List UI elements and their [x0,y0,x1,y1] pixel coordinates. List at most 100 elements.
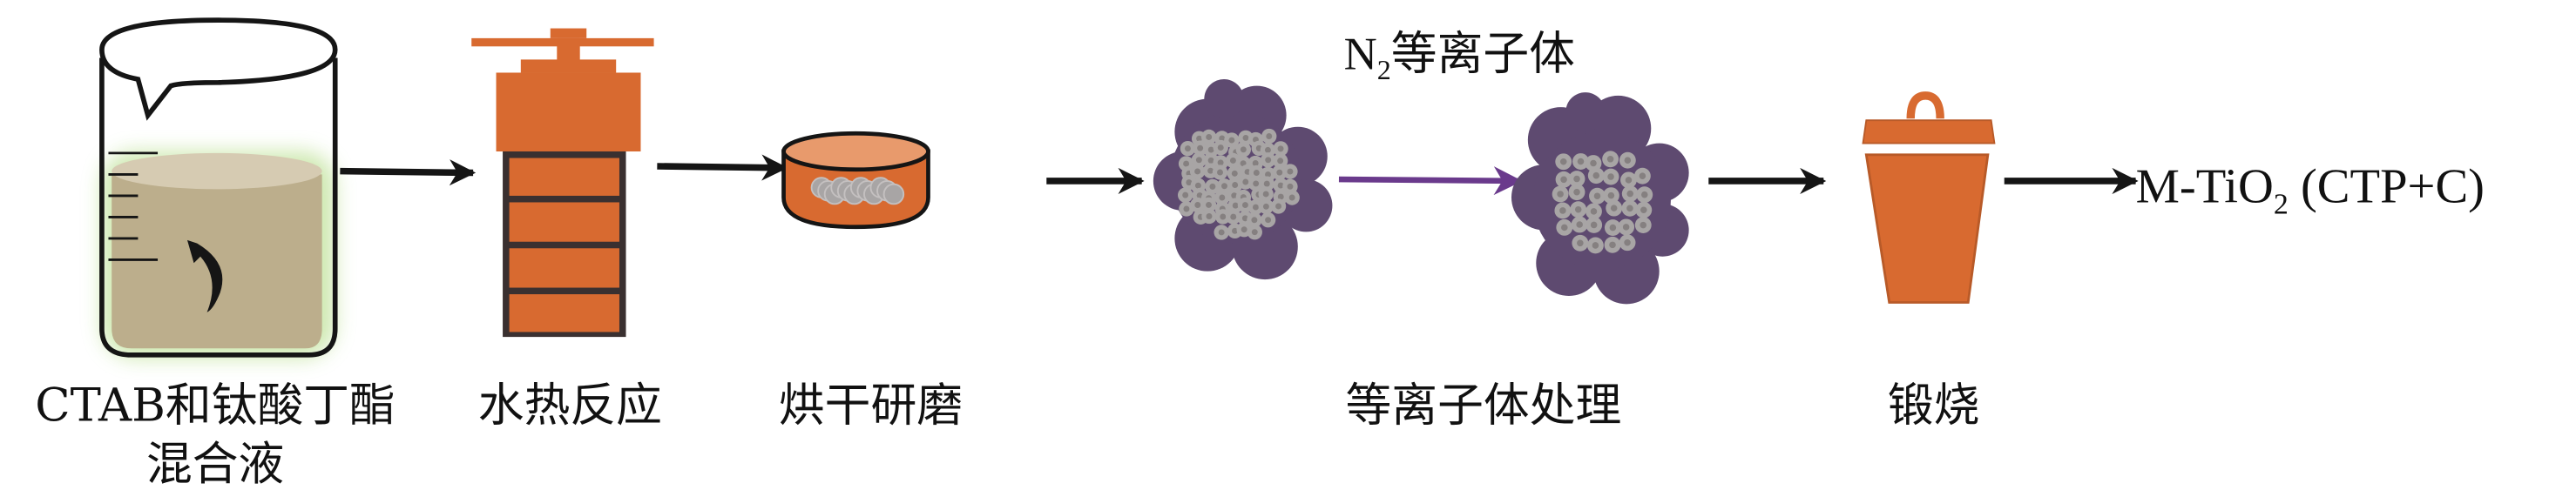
step-5-label: 锻烧 [1888,379,1980,432]
particle-core [1559,207,1566,214]
particle-core [1626,205,1633,212]
particle-core [1196,192,1203,199]
particle-core [1593,192,1601,199]
particle-core [1277,158,1284,164]
particle-core [1640,206,1647,214]
beaker-icon [99,17,338,359]
particle-core [1264,146,1271,153]
particle-core [1262,191,1269,198]
step-1-label-line2: 混合液 [146,438,284,490]
particle-core [1241,215,1248,222]
crucible-icon [1862,91,1996,304]
particle-core [1573,188,1580,196]
particle-core [1206,213,1213,219]
arrow-1 [340,159,477,186]
particle-core [1230,213,1237,220]
particle-core [1276,169,1283,176]
particle-core [1557,191,1564,198]
particle-core [1577,239,1584,247]
particle-core [1265,217,1272,224]
particle-core [1609,241,1616,249]
particle-core [1194,202,1201,208]
particle-cluster-after-icon [1511,92,1689,305]
particle-core [1253,180,1260,187]
particle-core [1607,173,1614,180]
particle-core [1231,192,1238,199]
plasma-arrow [1338,166,1523,196]
particle-core [1626,190,1634,198]
particle-core [1610,205,1618,211]
particle-core [1251,217,1258,224]
particle-core [1220,213,1227,220]
particle-core [1184,145,1191,152]
particle-core [1640,221,1647,229]
powder-grain [882,183,905,205]
arrow-2 [657,154,788,181]
particle-core [1287,168,1294,175]
particle-core [1277,193,1284,200]
particle-core [1265,171,1271,178]
particle-core [1182,191,1189,198]
particle-core [1207,167,1214,174]
particle-core [1590,221,1598,229]
particle-core [1196,135,1203,142]
particle-core [1240,146,1247,153]
powder-icon [810,177,905,205]
particle-core [1277,182,1284,189]
plasma-arrow-label: N2等离子体 [1344,28,1575,85]
particle-core [1219,135,1226,142]
particle-core [1277,145,1284,152]
particle-core [1217,144,1224,151]
particle-core [1207,146,1214,153]
particle-core [1232,182,1239,188]
particle-core [1641,191,1648,198]
particle-core [1263,180,1270,187]
particle-core [1183,160,1190,167]
particle-core [1262,203,1269,210]
particle-core [1624,238,1631,246]
particle-core [1622,224,1630,231]
particle-core [1206,134,1213,140]
particle-core [1217,169,1223,176]
particle-core [1197,144,1204,151]
particle-core [1206,201,1212,208]
particle-core [1232,227,1238,234]
particle-core [1592,242,1599,249]
particle-core [1228,137,1235,144]
particle-core [1561,224,1568,232]
particle-core [1252,160,1259,166]
particle-core [1240,160,1247,167]
particle-core [1229,158,1236,164]
particle-core [1218,229,1225,236]
particle-core [1241,202,1248,209]
particle-core [1266,133,1273,139]
particle-core [1287,183,1294,190]
particle-core [1577,158,1585,165]
particle-core [1639,172,1646,179]
particle-core [1183,205,1190,212]
step-1-label: CTAB和钛酸丁酯 [35,379,396,432]
particle-core [1559,158,1567,165]
particle-core [1186,179,1193,186]
particle-core [1241,226,1247,233]
step-3-label: 烘干研磨 [779,379,963,432]
particle-core [1252,204,1259,211]
particle-core [1275,203,1282,210]
particle-core [1607,191,1615,199]
particle-core [1242,134,1249,141]
particle-cluster-before-icon [1153,79,1333,280]
particle-core [1219,194,1226,201]
particle-core [1592,171,1600,179]
particle-core [1560,176,1567,184]
particle-core [1624,157,1632,164]
particle-core [1209,183,1216,190]
autoclave-icon [471,28,654,338]
particle-core [1242,178,1249,185]
particle-core [1625,177,1633,184]
petri-dish-icon [781,131,930,230]
particle-core [1590,159,1597,167]
particle-core [1253,170,1260,176]
particle-core [1231,170,1238,177]
particle-core [1217,159,1224,166]
